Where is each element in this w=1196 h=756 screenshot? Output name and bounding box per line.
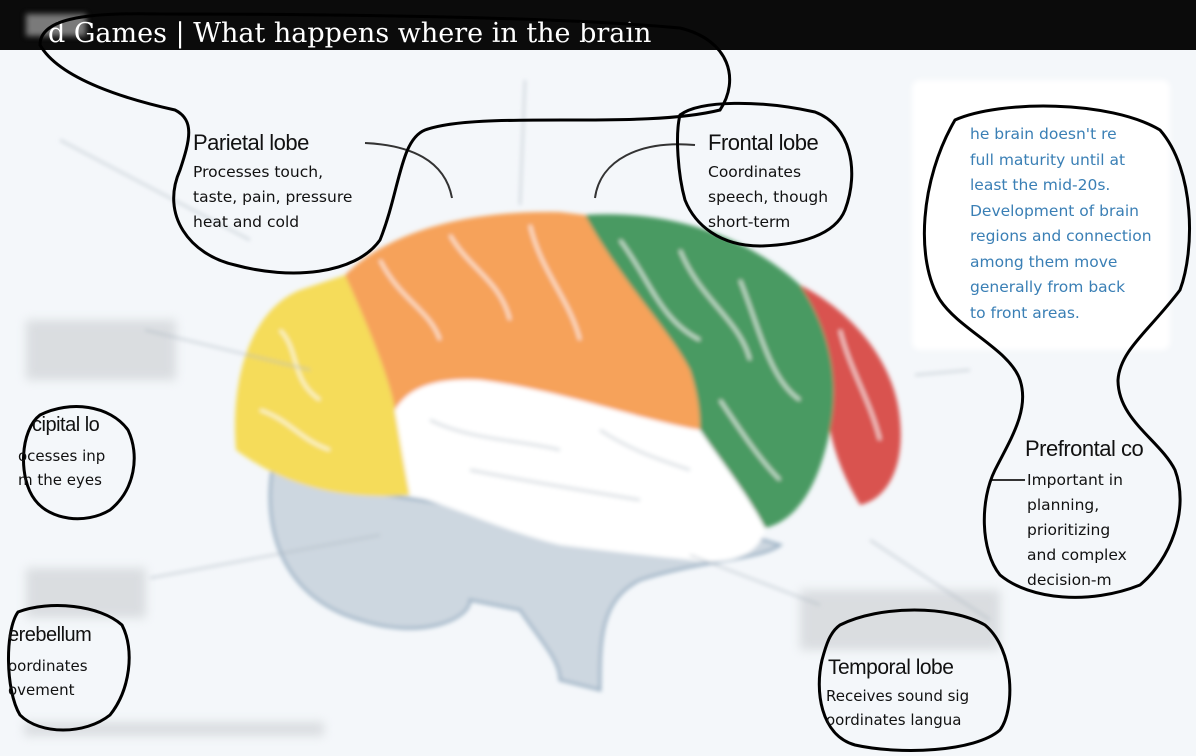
prefrontal-description: Important in planning, prioritizing and … [1027, 471, 1127, 589]
blurred-note-box [912, 80, 1170, 350]
cerebellum-description: oordinates ovement [8, 657, 88, 699]
blurred-temporal-label [800, 590, 1000, 650]
cerebellum-title: erebellum [8, 624, 92, 646]
occipital-clip: cipital lo ocesses inp m the eyes [18, 412, 134, 494]
occipital-title: cipital lo [32, 414, 100, 436]
cerebellum-annotation-outline [7, 604, 131, 732]
frontal-annotation-outline [676, 101, 854, 248]
prefrontal-title: Prefrontal co [1025, 436, 1144, 461]
blurred-footer-source [24, 722, 324, 736]
parietal-region [345, 211, 700, 430]
occipital-region [234, 275, 410, 497]
prefrontal-clip: Prefrontal co Important in planning, pri… [1025, 432, 1170, 597]
title-annotation-outline [38, 12, 732, 275]
header-bar [0, 0, 1196, 50]
maturity-note-text: he brain doesn't re full maturity until … [970, 125, 1152, 322]
frontal-region [585, 214, 834, 528]
temporal-annotation-outline [817, 608, 1012, 752]
frontal-lobe-title: Frontal lobe [708, 130, 819, 155]
frontal-lobe-clip: Frontal lobe Coordinates speech, though … [700, 124, 848, 244]
parietal-lobe-description: Processes touch, taste, pain, pressure h… [193, 163, 353, 231]
frontal-lobe-description: Coordinates speech, though short-term [708, 163, 829, 231]
temporal-title: Temporal lobe [828, 656, 954, 679]
temporal-region [395, 379, 765, 562]
note-annotation-outline [922, 104, 1191, 599]
temporal-clip: Temporal lobe Receives sound sig oordina… [826, 654, 1006, 744]
page-title: d Games | What happens where in the brai… [48, 18, 652, 49]
parietal-lobe-title: Parietal lobe [193, 130, 309, 155]
blurred-occipital-label [26, 320, 176, 380]
prefrontal-region [800, 285, 901, 505]
temporal-description: Receives sound sig oordinates langua [826, 687, 970, 729]
cerebellum-clip: erebellum oordinates ovement [8, 620, 128, 710]
occipital-annotation-outline [22, 405, 136, 521]
occipital-description: ocesses inp m the eyes [18, 447, 106, 489]
maturity-note-clip: he brain doesn't re full maturity until … [968, 120, 1188, 335]
